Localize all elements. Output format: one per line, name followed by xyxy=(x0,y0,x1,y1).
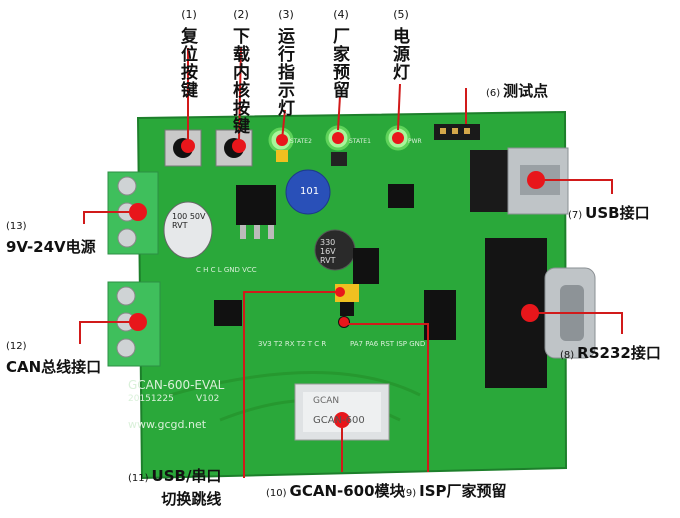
voltage-regulator xyxy=(236,185,276,239)
reset-button-dot xyxy=(181,139,195,153)
module-label: GCAN-600 xyxy=(313,415,365,426)
can-dot xyxy=(129,313,147,331)
isp-dot xyxy=(339,317,349,327)
jumper-dot xyxy=(335,287,345,297)
label-module: (10)GCAN-600模块 xyxy=(266,480,405,501)
header-mid-label: 3V3 T2 RX T2 T C R xyxy=(258,340,327,348)
label-test-num: (6) xyxy=(486,88,501,99)
label-can-num: (12) xyxy=(6,341,27,352)
label-rs232-num: (8) xyxy=(560,350,575,361)
power-dot xyxy=(129,203,147,221)
label-module-num: (10) xyxy=(266,488,287,499)
small-ic xyxy=(388,184,414,208)
label-usb-num: (7) xyxy=(568,210,583,221)
label-jumper: (11)USB/串口 切换跳线 xyxy=(128,466,221,509)
label-rs232: (8)RS232接口 xyxy=(560,342,661,363)
label-test-text: 测试点 xyxy=(503,82,549,100)
label-download-num: (2) xyxy=(233,8,249,21)
board-date: 20151225 xyxy=(128,394,174,404)
label-jumper-text2: 切换跳线 xyxy=(161,490,222,508)
reserved-led-dot xyxy=(332,132,344,144)
label-module-text: GCAN-600模块 xyxy=(289,482,405,500)
inductor xyxy=(285,169,331,215)
silk-led3: PWR xyxy=(408,138,422,145)
power-led-dot xyxy=(392,132,404,144)
header-top-label: C H C L GND VCC xyxy=(196,266,257,274)
label-isp-num: (9) xyxy=(402,488,417,499)
callout-dots xyxy=(129,132,545,428)
callout-lines xyxy=(79,47,623,478)
module-brand: GCAN xyxy=(313,396,340,406)
cap-large-label: 100 50V RVT xyxy=(172,212,206,230)
label-isp-text: ISP厂家预留 xyxy=(419,482,507,500)
usb-ic xyxy=(353,248,379,284)
board-website: www.gcgd.net xyxy=(128,418,207,431)
label-reset-num: (1) xyxy=(181,8,197,21)
cap-small-label: 330 16V RVT xyxy=(320,238,336,265)
rs232-ic xyxy=(424,290,456,340)
label-download-text: 下载内核按键 xyxy=(229,27,249,135)
label-run-num: (3) xyxy=(278,8,294,21)
inductor-label: 101 xyxy=(300,186,320,197)
large-capacitor xyxy=(163,201,213,259)
label-power-input-num: (13) xyxy=(6,221,27,232)
label-reset-button: (1) 复位按键 xyxy=(177,6,200,99)
label-usb-text: USB接口 xyxy=(585,204,650,222)
label-rs232-text: RS232接口 xyxy=(577,344,661,362)
label-jumper-num: (11) xyxy=(128,473,149,484)
board-model: GCAN-600-EVAL xyxy=(128,378,225,392)
header-right-label: PA7 PA6 RST ISP GND xyxy=(350,340,426,348)
silk-led2: STATE1 xyxy=(349,138,371,145)
label-power-led: (5) 电源灯 xyxy=(389,6,412,81)
can-ic xyxy=(214,300,242,326)
label-usb: (7)USB接口 xyxy=(568,202,650,223)
label-can: (12) CAN总线接口 xyxy=(6,334,101,377)
run-led-dot xyxy=(276,134,288,146)
label-download-button: (2) 下载内核按键 xyxy=(229,6,252,135)
label-reserved-led: (4) 厂家预留 xyxy=(329,6,352,99)
label-power-num: (5) xyxy=(393,8,409,21)
label-power-text: 电源灯 xyxy=(389,27,409,81)
board-version: V102 xyxy=(196,394,220,404)
test-point-header xyxy=(434,124,480,140)
label-reserved-text: 厂家预留 xyxy=(329,27,349,99)
label-run-led: (3) 运行指示灯 xyxy=(274,6,297,117)
download-button-dot xyxy=(232,139,246,153)
label-reset-text: 复位按键 xyxy=(177,27,197,99)
label-isp: (9)ISP厂家预留 xyxy=(402,480,507,501)
module-dot xyxy=(334,412,350,428)
label-can-text: CAN总线接口 xyxy=(6,358,102,376)
label-reserved-num: (4) xyxy=(333,8,349,21)
label-jumper-text: USB/串口 xyxy=(151,467,222,485)
usb-dot xyxy=(527,171,545,189)
silk-led1: STATE2 xyxy=(290,138,312,145)
label-power-input-text: 9V-24V电源 xyxy=(6,238,96,256)
label-power-input: (13) 9V-24V电源 xyxy=(6,214,96,257)
rs232-dot xyxy=(521,304,539,322)
label-test-point: (6)测试点 xyxy=(486,80,548,101)
label-run-text: 运行指示灯 xyxy=(274,27,294,117)
usb-serial-jumper xyxy=(335,284,359,316)
